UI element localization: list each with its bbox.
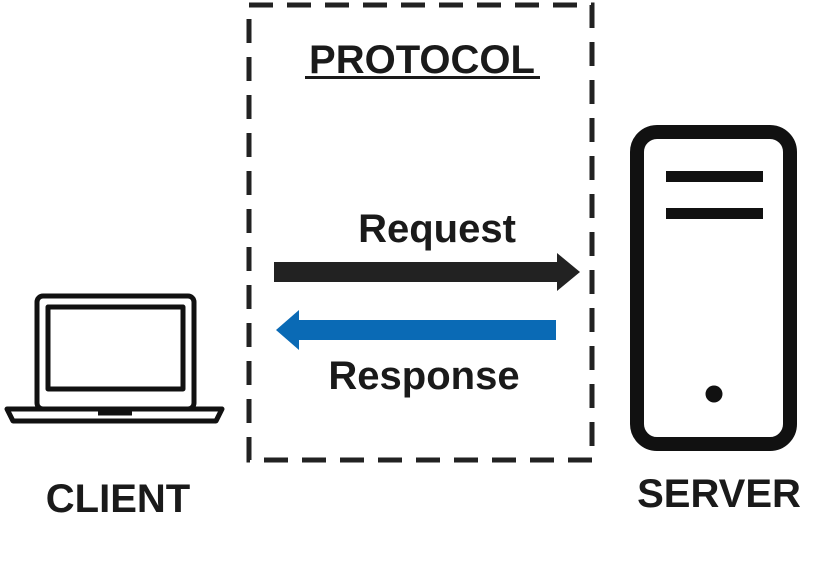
laptop-icon [4, 293, 225, 424]
protocol-title-underline [305, 76, 540, 79]
server-label: SERVER [637, 472, 801, 516]
client-label: CLIENT [46, 477, 190, 521]
response-arrow [276, 310, 556, 350]
response-label: Response [328, 354, 519, 398]
server-icon [630, 125, 797, 451]
protocol-title: PROTOCOL [309, 38, 535, 82]
request-arrow [274, 253, 580, 291]
request-label: Request [358, 207, 516, 251]
protocol-box [246, 2, 595, 463]
